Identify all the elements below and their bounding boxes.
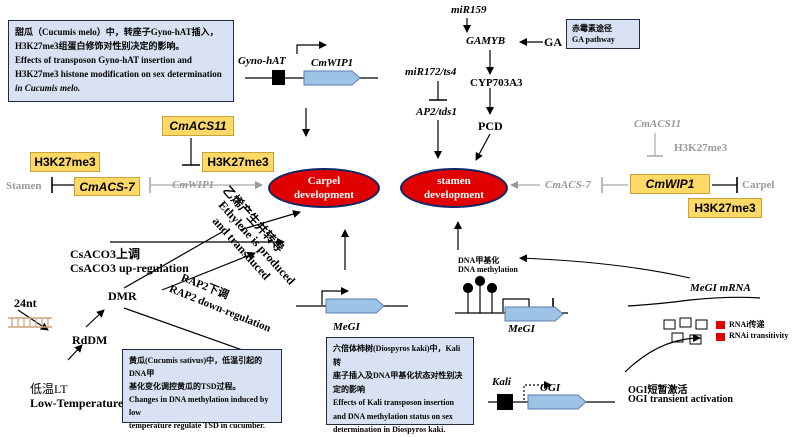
lt-cn-label: 低温LT	[30, 382, 68, 396]
cmwip1-left-label: CmWIP1	[172, 179, 215, 191]
stamen-left-label: Stamen	[6, 180, 42, 192]
mir172-label: miR172/ts4	[405, 66, 457, 78]
rddm-label: RdDM	[72, 333, 108, 347]
csaco3-en-label: CsACO3 up-regulation	[70, 261, 189, 275]
dna-methylation-en-label: DNA methylation	[458, 265, 518, 274]
cmacs11-highlight-left: CmACS11	[162, 116, 234, 136]
cmacs11-left-label: CmACS11	[169, 119, 227, 133]
gamyb-label: GAMYB	[466, 35, 506, 47]
megi-gene-arrow-left	[325, 298, 385, 314]
ap2-label: AP2/tds1	[416, 106, 457, 118]
csaco3-cn-label: CsACO3上调	[70, 247, 141, 261]
h3k27me3-box-left-1: H3K27me3	[30, 152, 100, 172]
rnai-en-label: RNAi transitivity	[729, 331, 789, 340]
h3k27me3-left-1-label: H3K27me3	[34, 155, 96, 169]
carpel-development-node: Carpel development	[268, 168, 380, 208]
nt24-label: 24nt	[14, 296, 37, 310]
h3k27me3-box-right: H3K27me3	[688, 198, 762, 218]
cucumber-info-box: 黄瓜(Cucumis sativus)中，低温引起的DNA甲 基化变化调控黄瓜的…	[122, 349, 282, 430]
megi-mrna-strand	[627, 296, 761, 307]
melon-line-3: Effects of transposon Gyno-hAT insertion…	[15, 55, 192, 65]
cucumber-line-4: temperature regulate TSD in cucumber.	[129, 421, 265, 430]
megi-mrna-label: MeGI mRNA	[690, 282, 751, 294]
kali-label: Kali	[492, 376, 511, 388]
persimmon-line-2: 座子插入及DNA甲基化状态对性别决	[333, 371, 463, 380]
ga-box-line-2: GA pathway	[572, 35, 615, 44]
cmwip1-gene-arrow	[303, 70, 361, 86]
carpel-node-line-1: Carpel	[307, 175, 341, 187]
persimmon-line-1: 六倍体柿树(Diospyros kaki)中，Kali转	[333, 344, 461, 367]
stamen-development-node: stamen development	[400, 168, 508, 208]
persimmon-line-5: and DNA methylation status on sex	[333, 411, 453, 421]
sirna-squares	[663, 317, 708, 345]
ogi-gene-arrow	[527, 394, 587, 410]
stamen-node-line-2: development	[424, 189, 484, 201]
melon-line-2: H3K27me3组蛋白修饰对性别决定的影响。	[15, 41, 185, 51]
carpel-right-label: Carpel	[742, 179, 775, 191]
persimmon-line-4: Effects of Kali transposon insertion	[333, 398, 454, 407]
h3k27me3-right-grey-label: H3K27me3	[674, 142, 728, 154]
cmacs7-left-label: CmACS-7	[79, 180, 135, 194]
tss-arrow-cmwip1	[296, 41, 327, 54]
ogi-short-en-label: OGI transient activation	[628, 394, 733, 405]
megi-gene-arrow-mid	[504, 306, 564, 322]
mir159-label: miR159	[451, 4, 487, 16]
methylation-pins	[462, 275, 498, 313]
ga-label: GA	[544, 35, 562, 49]
rnai-legend-swatch-2	[716, 333, 725, 341]
h3k27me3-left-2-label: H3K27me3	[207, 155, 269, 169]
melon-line-1: 甜瓜（Cucumis melo）中，转座子Gyno-hAT插入，	[15, 27, 219, 37]
ga-box-line-1: 赤霉素途径	[572, 24, 612, 33]
cmwip1-top-label: CmWIP1	[311, 57, 354, 69]
cmacs7-right-label: CmACS-7	[545, 179, 591, 191]
ogi-short-cn-label: OGI短暂激活	[628, 385, 688, 396]
ogi-label: OGI	[540, 382, 561, 394]
h3k27me3-right-label: H3K27me3	[694, 201, 756, 215]
diagram-connectors	[8, 18, 761, 410]
lt-en-label: Low-Temperature	[30, 396, 124, 410]
persimmon-line-3: 定的影响	[333, 384, 365, 394]
kali-block	[497, 394, 513, 410]
cmwip1-right-box: CmWIP1	[630, 174, 710, 194]
cmwip1-right-label: CmWIP1	[645, 177, 695, 191]
rnai-cn-label: RNAi传递	[729, 320, 765, 329]
cyp703a3-label: CYP703A3	[470, 77, 523, 89]
melon-info-box: 甜瓜（Cucumis melo）中，转座子Gyno-hAT插入， H3K27me…	[8, 20, 234, 102]
ga-pathway-box: 赤霉素途径 GA pathway	[566, 19, 640, 49]
stamen-node-line-1: stamen	[437, 175, 471, 187]
persimmon-info-box: 六倍体柿树(Diospyros kaki)中，Kali转 座子插入及DNA甲基化…	[326, 337, 474, 434]
melon-line-5: in Cucumis melo.	[15, 83, 81, 93]
cmacs7-left-box: CmACS-7	[74, 177, 140, 196]
h3k27me3-box-left-2: H3K27me3	[202, 152, 274, 172]
cucumber-line-2: 基化变化调控黄瓜的TSD过程。	[129, 382, 241, 391]
megi-left-label: MeGI	[333, 321, 360, 333]
dna-methylation-cn-label: DNA甲基化	[458, 256, 500, 265]
carpel-node-line-2: development	[294, 189, 354, 201]
cucumber-line-3: Changes in DNA methylation induced by lo…	[129, 395, 269, 417]
pcd-label: PCD	[478, 119, 503, 133]
rnai-legend-swatch-1	[716, 321, 725, 329]
melon-line-4: H3K27me3 histone modification on sex det…	[15, 69, 222, 79]
dmr-label: DMR	[108, 289, 137, 303]
cmacs11-right-label: CmACS11	[634, 118, 682, 130]
gyno-hat-block	[272, 70, 285, 85]
cucumber-line-1: 黄瓜(Cucumis sativus)中，低温引起的DNA甲	[129, 356, 263, 378]
megi-mid-label: MeGI	[508, 323, 535, 335]
persimmon-line-6: determination in Diospyros kaki.	[333, 425, 446, 434]
gyno-hat-label: Gyno-hAT	[238, 55, 286, 67]
